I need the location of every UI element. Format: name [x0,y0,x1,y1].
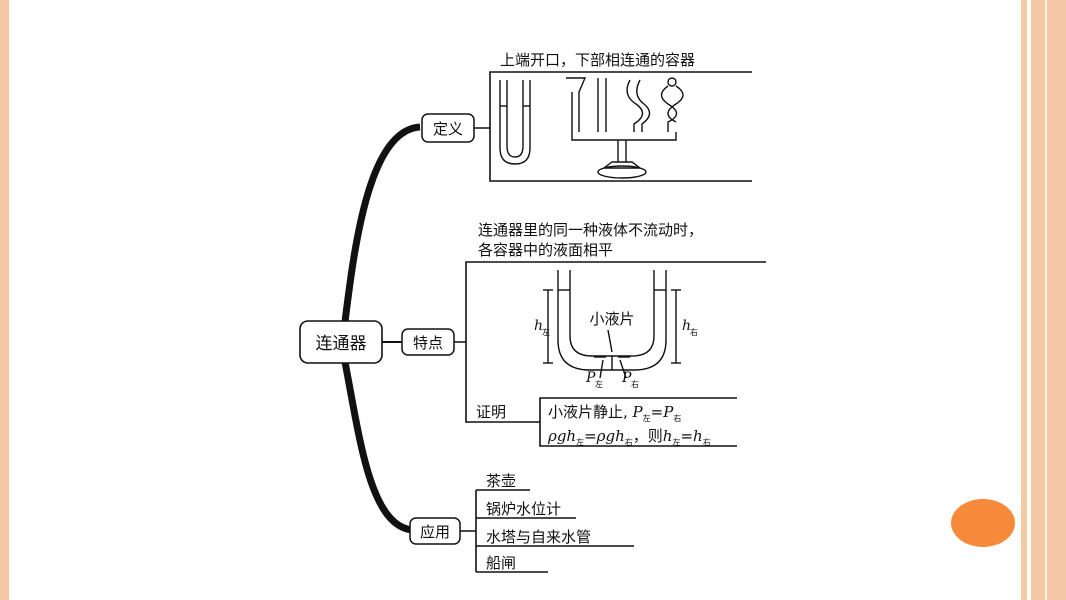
u-tube-illustration [499,80,531,165]
figure-p-left-sub: 左 [595,379,603,389]
definition-node-label: 定义 [433,120,463,138]
figure-p-right-sub: 右 [631,379,639,389]
slide-border-right-divider [1045,0,1047,600]
features-node-label: 特点 [413,334,443,352]
slide-border-right [1021,0,1027,600]
features-text-line2: 各容器中的液面相平 [478,241,613,259]
figure-h-left: h [534,318,543,334]
application-item-3: 水塔与自来水管 [486,528,591,546]
root-node-box [299,320,383,364]
features-text-line1: 连通器里的同一种液体不流动时， [478,221,703,239]
features-bracket [465,261,766,423]
application-item-1: 茶壶 [486,472,516,490]
slide-border-left [0,0,9,600]
slide-decor-dot [951,499,1015,547]
figure-center-label: 小液片 [589,310,634,328]
features-u-tube-figure [543,270,681,379]
applications-node-label: 应用 [420,523,450,541]
proof-line1: 小液片静止, P左=P右 [548,403,681,423]
root-node-label: 连通器 [316,334,367,354]
proof-bracket [539,397,737,447]
branch-to-applications [341,361,413,534]
proof-line2: ρgh左=ρgh右，则h左=h右 [547,427,711,447]
definition-text: 上端开口，下部相连通的容器 [500,51,695,69]
multi-vessel-illustration [566,77,684,179]
definition-bracket [489,71,752,182]
figure-h-right-sub: 右 [690,327,698,337]
application-item-2: 锅炉水位计 [486,500,561,518]
application-item-4: 船闸 [486,554,516,572]
figure-h-left-sub: 左 [542,327,550,337]
figure-p-left: P [585,370,596,386]
figure-p-right: P [621,370,632,386]
branch-to-definition [341,123,421,323]
figure-h-right: h [682,318,691,334]
slide-border-right-outer [1031,0,1066,600]
proof-label: 证明 [476,403,506,421]
